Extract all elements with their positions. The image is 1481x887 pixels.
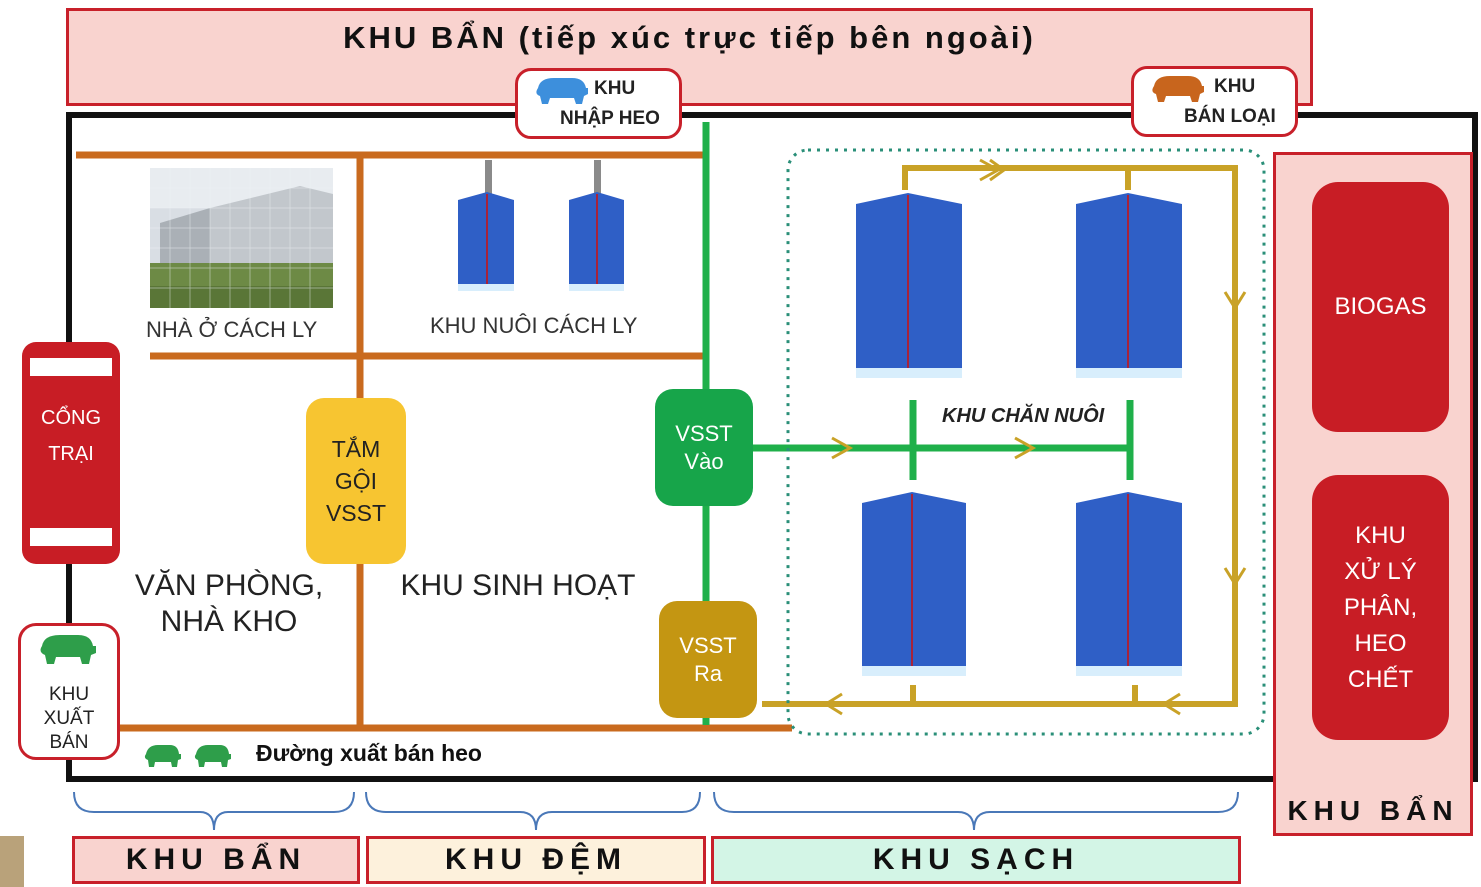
office-label: VĂN PHÒNG, NHÀ KHO bbox=[118, 568, 340, 640]
pig-icon bbox=[194, 745, 231, 767]
export-label-line2: XUẤT bbox=[43, 708, 95, 729]
barn-top-right bbox=[1076, 193, 1182, 378]
biogas-label: BIOGAS bbox=[1334, 293, 1427, 320]
waste-label-line2: XỬ LÝ bbox=[1344, 557, 1417, 585]
waste-label-line4: HEO bbox=[1354, 629, 1407, 657]
chevron-down-icon bbox=[1223, 567, 1247, 587]
pig-icon bbox=[144, 745, 181, 767]
waste-label-line5: CHẾT bbox=[1347, 665, 1414, 693]
shower-label-line1: TẮM bbox=[331, 436, 381, 462]
corner-tab bbox=[0, 836, 24, 887]
cull-badge-line1: KHU bbox=[1214, 76, 1256, 97]
flow-chevrons bbox=[823, 158, 1247, 716]
vsst-entry-station: VSST Vào bbox=[655, 389, 753, 506]
farm-gate bbox=[22, 342, 120, 564]
vsst-exit-line1: VSST bbox=[679, 632, 737, 658]
gold-loop-line bbox=[762, 165, 1238, 707]
chevron-down-icon bbox=[1223, 291, 1247, 311]
chevron-right-icon bbox=[1014, 436, 1037, 460]
pig-icon bbox=[536, 78, 588, 104]
gate-label-line2: TRẠI bbox=[48, 443, 94, 465]
vsst-exit-station: VSST Ra bbox=[659, 601, 757, 718]
shower-label-line2: GỘI bbox=[334, 468, 378, 494]
waste-label-line3: PHÂN, bbox=[1343, 593, 1418, 621]
import-badge-line1: KHU bbox=[594, 78, 636, 99]
quarantine-barns-label: KHU NUÔI CÁCH LY bbox=[430, 313, 638, 338]
barn-bottom-left bbox=[862, 492, 966, 676]
vsst-entry-line2: Vào bbox=[684, 448, 724, 474]
gate-label-line1: CỔNG bbox=[41, 407, 101, 429]
gold-loop bbox=[762, 165, 1238, 707]
shower-disinfection-station: TẮM GỘI VSST bbox=[306, 398, 406, 564]
chevron-left-icon bbox=[1161, 692, 1181, 716]
clean-zone-boundary bbox=[786, 148, 1266, 736]
gate-bar-top bbox=[30, 358, 112, 376]
vsst-entry-line1: VSST bbox=[675, 420, 733, 446]
export-road-label: Đường xuất bán heo bbox=[256, 740, 482, 766]
top-dirty-zone bbox=[66, 8, 1313, 106]
top-dirty-zone-title: KHU BẨN (tiếp xúc trực tiếp bên ngoài) bbox=[343, 20, 1036, 55]
cull-badge-line2: BÁN LOẠI bbox=[1184, 106, 1276, 127]
export-label-line1: KHU bbox=[48, 684, 90, 705]
quarantine-barn-1 bbox=[458, 160, 514, 291]
import-badge-line2: NHẬP HEO bbox=[560, 108, 660, 129]
chevron-right-icon bbox=[979, 158, 1002, 182]
waste-label-line1: KHU bbox=[1355, 521, 1406, 549]
office-label-line1: VĂN PHÒNG, bbox=[134, 569, 324, 602]
biogas-area: BIOGAS bbox=[1312, 182, 1449, 432]
bottom-dirty-zone: KHU BẨN bbox=[72, 836, 360, 884]
farming-area-label: KHU CHĂN NUÔI bbox=[942, 405, 1105, 427]
export-label-line3: BÁN bbox=[49, 732, 89, 753]
quarantine-barn-2 bbox=[569, 160, 624, 291]
office-label-line2: NHÀ KHO bbox=[160, 605, 298, 638]
barn-top-left bbox=[856, 193, 962, 378]
vsst-exit-line2: Ra bbox=[693, 660, 723, 686]
pig-icon bbox=[1152, 76, 1204, 102]
zone-braces bbox=[73, 791, 1239, 831]
barn-bottom-right bbox=[1076, 492, 1182, 676]
chevron-right-icon bbox=[831, 436, 854, 460]
pig-icon bbox=[40, 635, 96, 664]
quarantine-house-label: NHÀ Ở CÁCH LY bbox=[146, 317, 318, 342]
bottom-clean-zone: KHU SẠCH bbox=[711, 836, 1241, 884]
living-area-label: KHU SINH HOẠT bbox=[400, 569, 636, 602]
gate-bar-bottom bbox=[30, 528, 112, 546]
gate-label: CỔNG TRẠI bbox=[22, 400, 120, 472]
export-area-label: KHU XUẤT BÁN bbox=[18, 683, 120, 755]
shower-label-line3: VSST bbox=[325, 500, 387, 526]
bottom-buffer-zone: KHU ĐỆM bbox=[366, 836, 706, 884]
chevron-left-icon bbox=[823, 692, 843, 716]
quarantine-house-photo bbox=[150, 168, 333, 308]
right-dirty-zone-label: KHU BẨN bbox=[1287, 795, 1459, 826]
waste-treatment-area: KHU XỬ LÝ PHÂN, HEO CHẾT bbox=[1312, 475, 1449, 740]
